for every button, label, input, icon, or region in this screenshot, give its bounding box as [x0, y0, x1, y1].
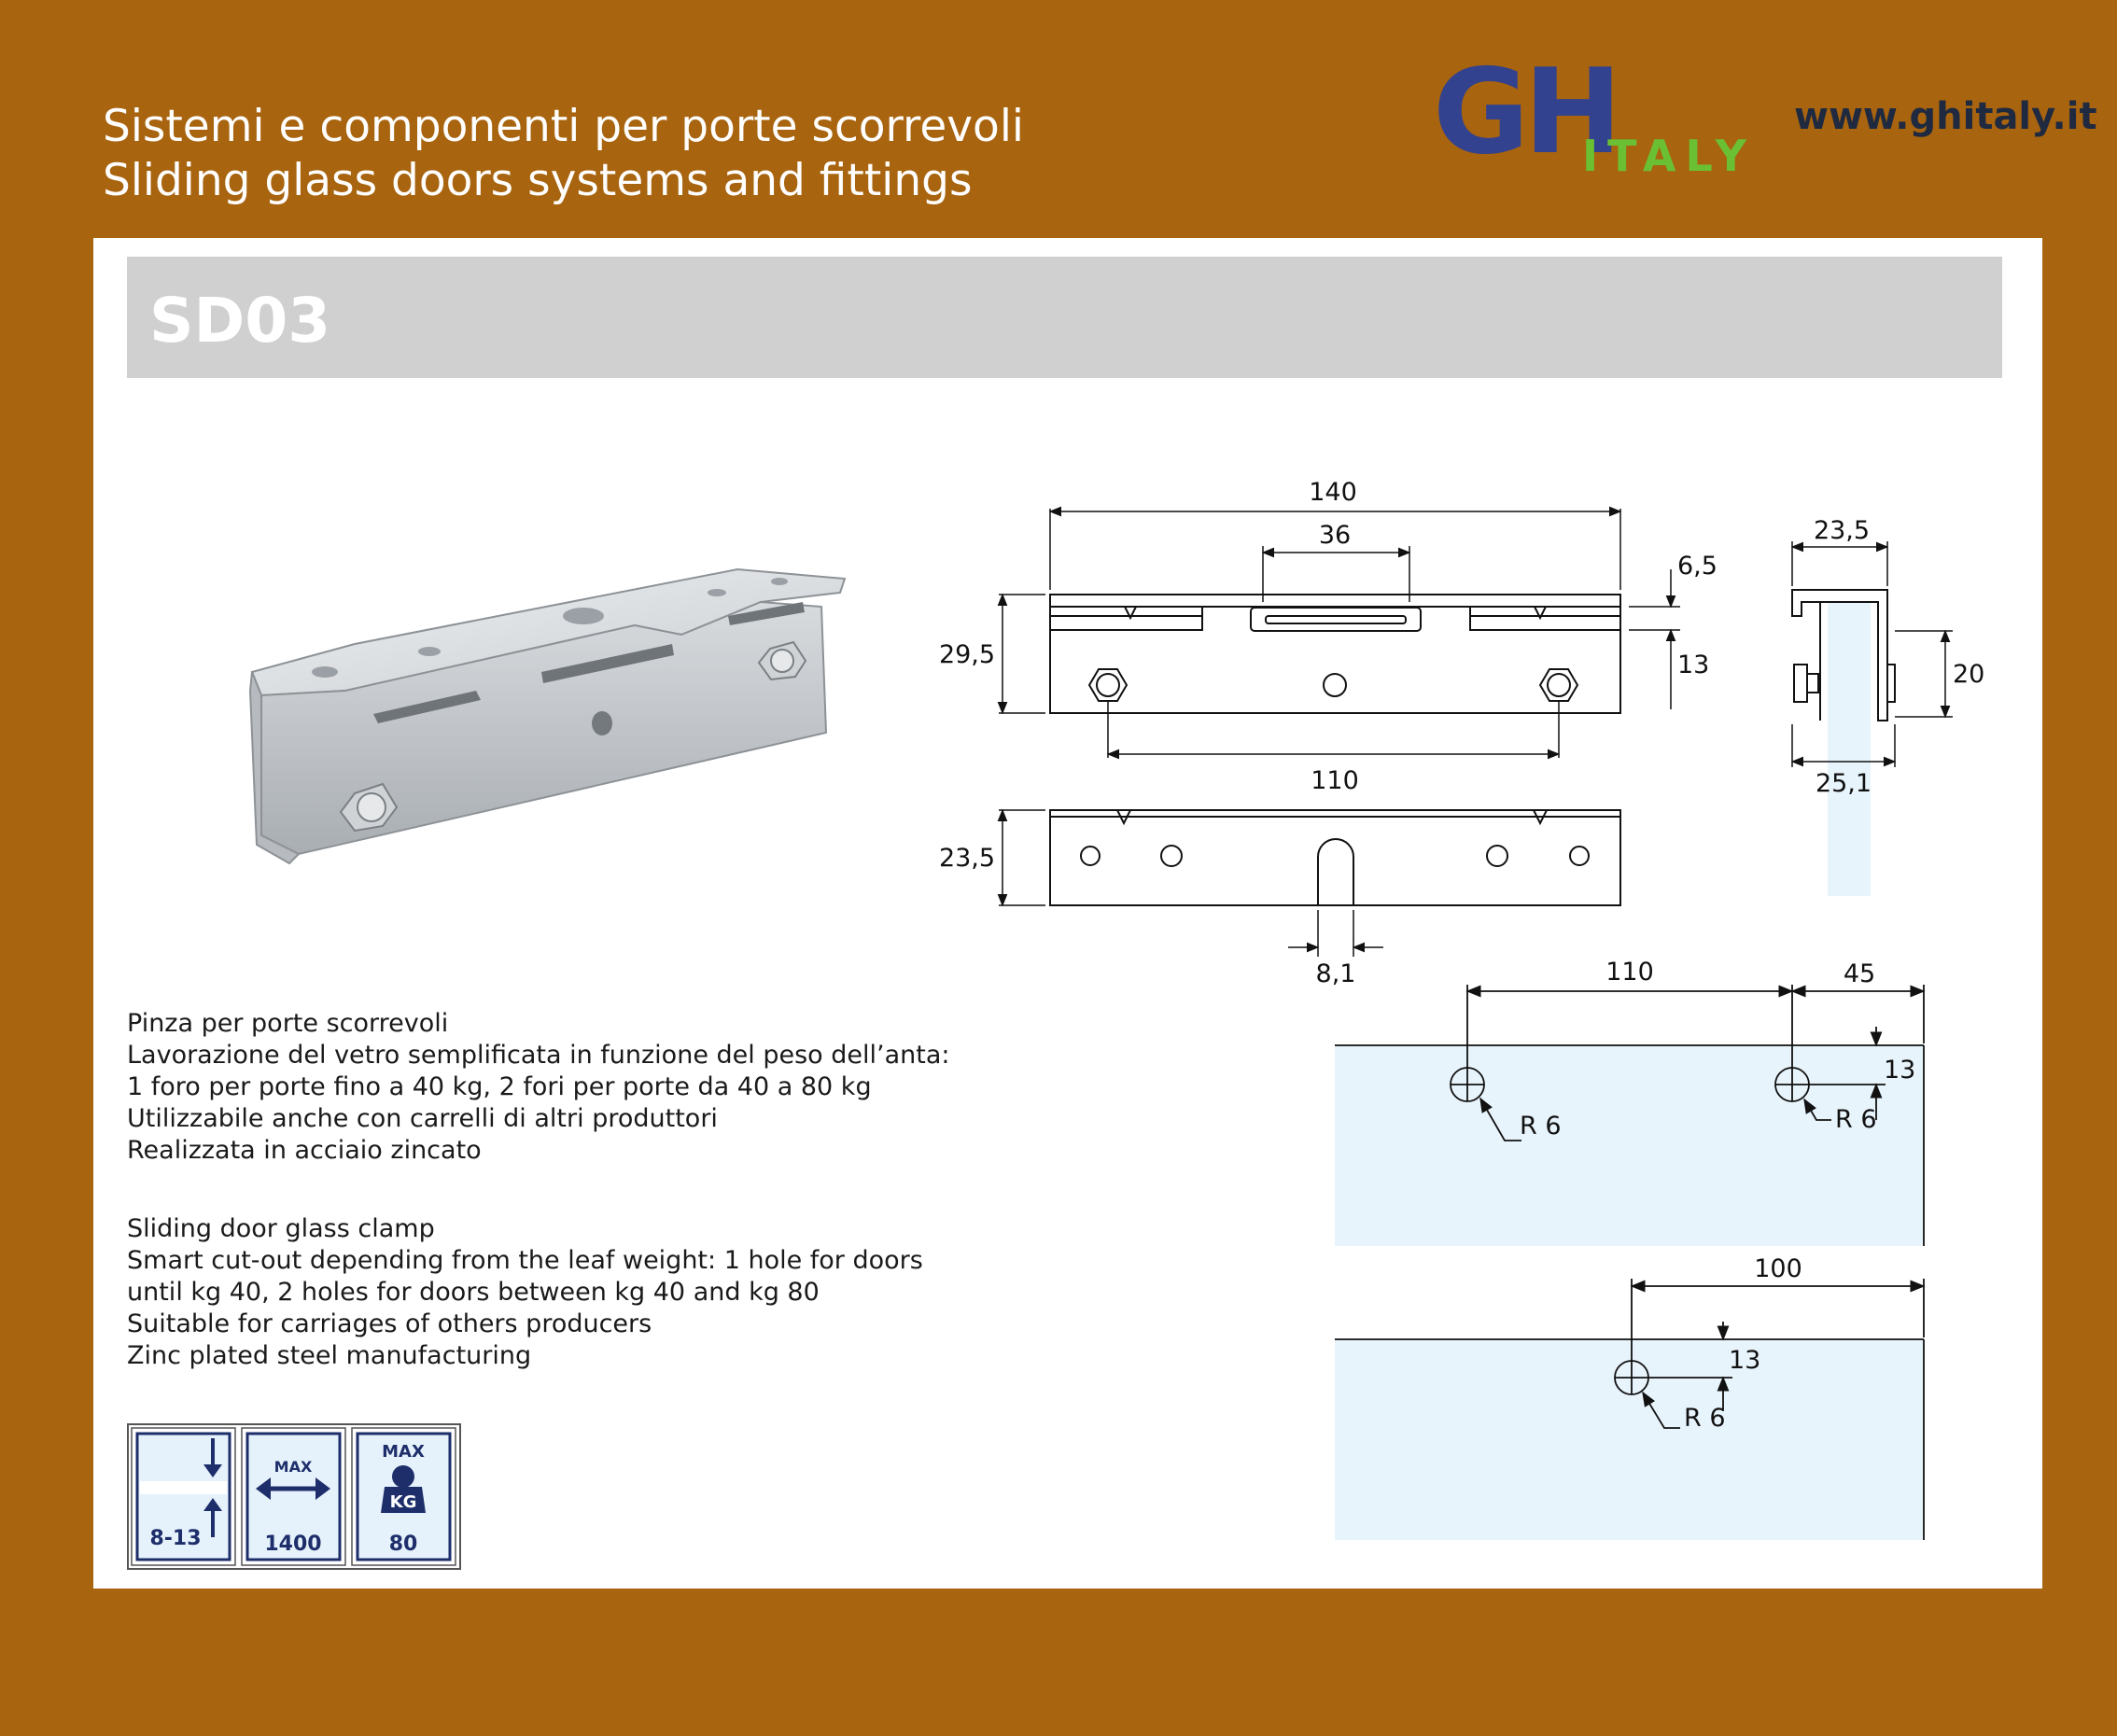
side-plate	[248, 671, 301, 865]
dim-side-height: 20	[1953, 660, 1984, 689]
weight-icon	[392, 1465, 414, 1488]
dim-glass-hole-radius-left: R 6	[1520, 1112, 1562, 1141]
dim-glass-one-hole-radius: R 6	[1684, 1404, 1726, 1433]
front-view-outline	[1049, 594, 1621, 714]
dim-front-slot: 36	[1319, 521, 1351, 550]
side-view-drawing	[1791, 589, 1896, 721]
description-line: Zinc plated steel manufacturing	[127, 1341, 532, 1370]
badge-width-max-label: MAX	[274, 1458, 313, 1476]
slot-left	[373, 691, 481, 723]
description-line: Smart cut-out depending from the leaf we…	[127, 1246, 923, 1275]
top-hole	[563, 608, 604, 624]
top-hole	[418, 647, 441, 656]
dim-front-hole-offset: 13	[1677, 651, 1709, 679]
badge-thickness-value: 8-13	[149, 1527, 201, 1550]
dim-glass-vertical-offset: 13	[1884, 1056, 1915, 1085]
dim-glass-hole-spacing: 110	[1605, 958, 1654, 987]
description-italian: Pinza per porte scorrevoli Lavorazione d…	[127, 1008, 949, 1167]
badge-weight-max-label: MAX	[382, 1442, 425, 1462]
logo-gh-text: GH	[1433, 43, 1622, 180]
description-line: Pinza per porte scorrevoli	[127, 1009, 449, 1038]
bottom-view-drawing	[1049, 809, 1621, 906]
glass-panel-two-holes	[1335, 1045, 1924, 1246]
front-view-drawing	[1049, 594, 1621, 714]
arrow-down-icon	[203, 1464, 222, 1477]
description-english: Sliding door glass clamp Smart cut-out d…	[127, 1213, 923, 1372]
subtitle-italian: Sistemi e componenti per porte scorrevol…	[103, 101, 1024, 152]
dim-glass-edge-offset: 45	[1844, 959, 1875, 988]
badge-max-width: MAX 1400	[241, 1427, 346, 1566]
dim-glass-one-hole-vertical: 13	[1729, 1346, 1760, 1375]
front-hole	[592, 711, 612, 735]
description-line: Utilizzabile anche con carrelli di altri…	[127, 1104, 718, 1133]
dim-bottom-depth: 23,5	[939, 844, 995, 873]
description-line: Realizzata in acciaio zincato	[127, 1136, 482, 1165]
logo-italy-text: ITALY	[1582, 131, 1756, 181]
arrow-up-icon	[203, 1498, 222, 1511]
product-code: SD03	[149, 285, 331, 357]
title-bar	[127, 257, 2002, 378]
arrow-left-icon	[256, 1477, 271, 1500]
top-hole	[312, 666, 338, 678]
badge-max-weight: MAX KG 80	[351, 1427, 456, 1566]
dim-front-top-offset: 6,5	[1677, 552, 1717, 581]
dim-front-height: 29,5	[939, 640, 995, 669]
arrow-right-icon	[315, 1477, 330, 1500]
badge-weight-max-value: 80	[389, 1533, 418, 1556]
dim-glass-one-hole-edge: 100	[1754, 1254, 1802, 1283]
side-view-glass	[1828, 602, 1871, 896]
product-illustration	[248, 567, 847, 865]
slot-center	[541, 644, 674, 683]
glass-panel-one-hole	[1335, 1339, 1924, 1540]
dim-side-width-bottom: 25,1	[1816, 769, 1872, 798]
description-line: until kg 40, 2 holes for doors between k…	[127, 1278, 820, 1307]
bolt	[757, 640, 807, 681]
top-hole	[771, 578, 788, 585]
spec-badges: 8-13 MAX 1400 MAX KG 80	[127, 1423, 461, 1570]
company-logo: GH ITALY	[1433, 43, 1769, 185]
badge-weight-unit: KG	[390, 1492, 417, 1512]
top-hole	[708, 589, 726, 596]
dim-side-width-top: 23,5	[1814, 516, 1870, 545]
dim-bottom-slot: 8,1	[1316, 959, 1356, 988]
slot-right	[728, 602, 805, 625]
dim-glass-hole-radius-right: R 6	[1835, 1105, 1877, 1134]
badge-width-max-value: 1400	[264, 1533, 321, 1556]
badge-glass-thickness: 8-13	[131, 1427, 236, 1566]
website-link[interactable]: www.ghitaly.it	[1794, 95, 2097, 138]
description-line: Lavorazione del vetro semplificata in fu…	[127, 1041, 950, 1070]
description-line: 1 foro per porte fino a 40 kg, 2 fori pe…	[127, 1072, 872, 1101]
bolt	[339, 782, 399, 833]
description-line: Suitable for carriages of others produce…	[127, 1309, 652, 1338]
description-line: Sliding door glass clamp	[127, 1214, 435, 1243]
subtitle-english: Sliding glass doors systems and fittings	[103, 155, 973, 206]
dim-front-bolt-spacing: 110	[1311, 766, 1359, 795]
dim-front-length: 140	[1309, 478, 1357, 507]
